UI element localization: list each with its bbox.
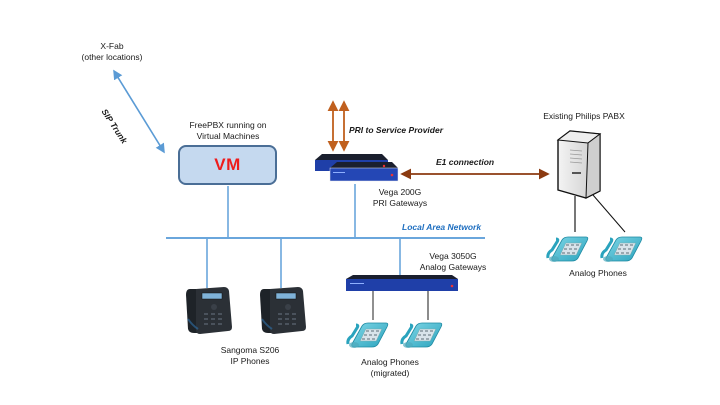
pri-label: PRI to Service Provider [349, 125, 444, 135]
vega200g-line2: PRI Gateways [372, 198, 428, 208]
xfab-name: X-Fab [100, 41, 124, 51]
pabx-phone2-link [592, 194, 626, 233]
vega200g-line1: Vega 200G [378, 187, 422, 197]
analog-phone-icon [546, 235, 590, 264]
vega3050g-line2: Analog Gateways [419, 262, 487, 272]
vega3050g-line1: Vega 3050G [429, 251, 477, 261]
lan-label: Local Area Network [402, 222, 482, 232]
e1-label: E1 connection [436, 157, 495, 167]
freepbx-vm-box: VM [178, 145, 277, 185]
analog-migrated-line2: (migrated) [370, 368, 410, 378]
analog-phones-migrated-label: Analog Phones (migrated) [345, 357, 435, 379]
ip-phone-icon [259, 286, 307, 335]
ip-phones-label: Sangoma S206 IP Phones [200, 345, 300, 367]
analog-migrated-line1: Analog Phones [361, 357, 419, 367]
ip-phone-icon [185, 286, 233, 335]
analog-phone-icon [400, 321, 444, 350]
freepbx-line2: Virtual Machines [196, 131, 260, 141]
analog-phones-existing-label: Analog Phones [569, 268, 627, 278]
ip-phones-line1: Sangoma S206 [220, 345, 280, 355]
philips-pabx-label: Existing Philips PABX [543, 111, 625, 121]
sip-trunk-arrow [113, 69, 165, 154]
xfab-subtitle: (other locations) [81, 52, 143, 62]
vega-200g-gateway-icon [315, 154, 399, 182]
pabx-server-icon [556, 130, 602, 199]
vega3050g-label: Vega 3050G Analog Gateways [408, 251, 498, 273]
analog-phone-icon [346, 321, 390, 350]
freepbx-label: FreePBX running on Virtual Machines [178, 120, 278, 142]
vega-3050g-gateway-icon [346, 275, 458, 291]
vega200g-label: Vega 200G PRI Gateways [360, 187, 440, 209]
freepbx-line1: FreePBX running on [189, 120, 267, 130]
ip-phones-line2: IP Phones [230, 356, 270, 366]
analog-phone-icon [600, 235, 644, 264]
xfab-label: X-Fab (other locations) [72, 41, 152, 63]
vm-label: VM [214, 155, 241, 174]
